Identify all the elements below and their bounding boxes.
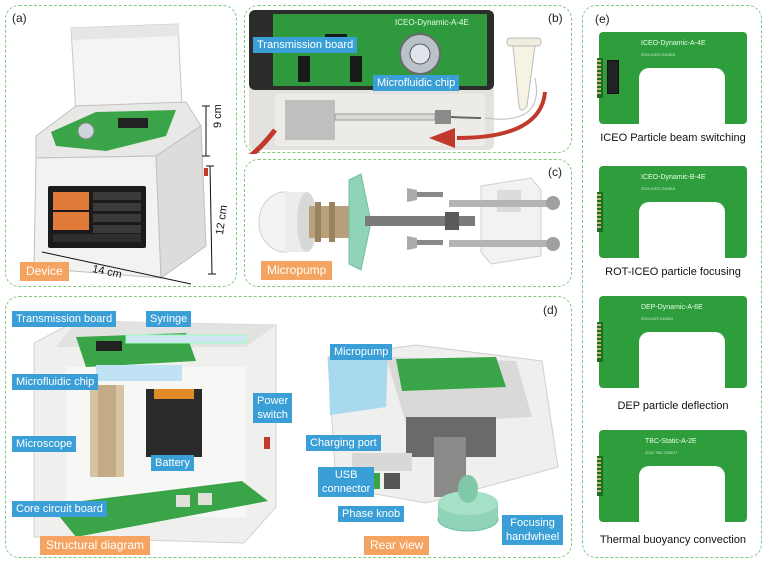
label-microfluidic-chip-b: Microfluidic chip — [373, 75, 460, 91]
pcb-cutout — [639, 202, 725, 258]
board-2-serial: 2024.ICEO.230816 — [641, 186, 676, 191]
panel-a: (a) 9 cm 12 cm 14 cm Dev — [5, 5, 237, 287]
label-battery: Battery — [151, 455, 194, 471]
label-charging-port: Charging port — [306, 435, 381, 451]
device-photo — [33, 23, 216, 285]
panel-e: (e) ICEO-Dynamic-A-4E 2024.ICEO.230815 I… — [582, 5, 762, 558]
board-3-serial: 2024.DEP.230820 — [641, 316, 674, 321]
caption-board-2: ROT-ICEO particle focusing — [605, 266, 741, 278]
label-usb-connector: USB connector — [318, 467, 375, 497]
caption-board-3: DEP particle deflection — [617, 400, 729, 412]
micropump-label: Micropump — [261, 261, 333, 280]
panel-b: (b) Transmission board Microfluidic chip… — [244, 5, 572, 154]
structural-render — [33, 320, 277, 544]
pcb-board-1: ICEO-Dynamic-A-4E 2024.ICEO.230815 — [597, 32, 747, 124]
label-phase-knob: Phase knob — [338, 506, 405, 522]
label-syringe: Syringe — [146, 311, 192, 327]
dim-height: 9 cm — [212, 104, 224, 128]
board-4-print: TBC-Static-A-2E — [645, 438, 697, 445]
micropump-render — [258, 173, 560, 271]
dip-switch — [607, 60, 619, 94]
pcb-cutout — [639, 68, 725, 124]
board-3-print: DEP-Dynamic-A-6E — [641, 304, 703, 311]
label-power-switch: Power switch — [253, 393, 293, 423]
caption-board-1: ICEO Particle beam switching — [600, 132, 746, 144]
panel-a-letter: (a) — [12, 11, 27, 25]
board-1-print: ICEO-Dynamic-A-4E — [641, 40, 706, 47]
rear-view-label: Rear view — [364, 536, 430, 555]
device-label: Device — [20, 262, 69, 281]
pcb-cutout — [639, 466, 725, 522]
panel-c: (c) Micropump — [244, 159, 572, 287]
label-transmission-board-d: Transmission board — [12, 311, 117, 327]
label-microscope: Microscope — [12, 436, 77, 452]
panel-d-letter: (d) — [543, 303, 558, 317]
chip-board-print: ICEO-Dynamic-A-4E — [395, 18, 469, 27]
label-microfluidic-chip-d: Microfluidic chip — [12, 374, 99, 390]
pcb-cutout — [639, 332, 725, 388]
board-4-serial: 2024.TBC.230817 — [645, 450, 678, 455]
panel-c-letter: (c) — [548, 165, 562, 179]
caption-board-4: Thermal buoyancy convection — [599, 534, 747, 546]
label-micropump-d: Micropump — [330, 344, 393, 360]
board-2-print: ICEO-Dynamic-B-4E — [641, 174, 706, 181]
label-transmission-board-b: Transmission board — [253, 37, 358, 53]
structural-diagram-label: Structural diagram — [40, 536, 151, 555]
pcb-board-3: DEP-Dynamic-A-6E 2024.DEP.230820 — [597, 296, 747, 388]
panel-d: (d) Transmission board Syringe Microflui… — [5, 296, 572, 558]
pcb-board-4: TBC-Static-A-2E 2024.TBC.230817 — [597, 430, 747, 522]
label-core-circuit-board: Core circuit board — [12, 501, 107, 517]
panel-b-letter: (b) — [548, 11, 563, 25]
pcb-board-2: ICEO-Dynamic-B-4E 2024.ICEO.230816 — [597, 166, 747, 258]
panel-e-letter: (e) — [595, 12, 610, 26]
board-1-serial: 2024.ICEO.230815 — [641, 52, 676, 57]
label-focusing-handwheel: Focusing handwheel — [502, 515, 564, 545]
